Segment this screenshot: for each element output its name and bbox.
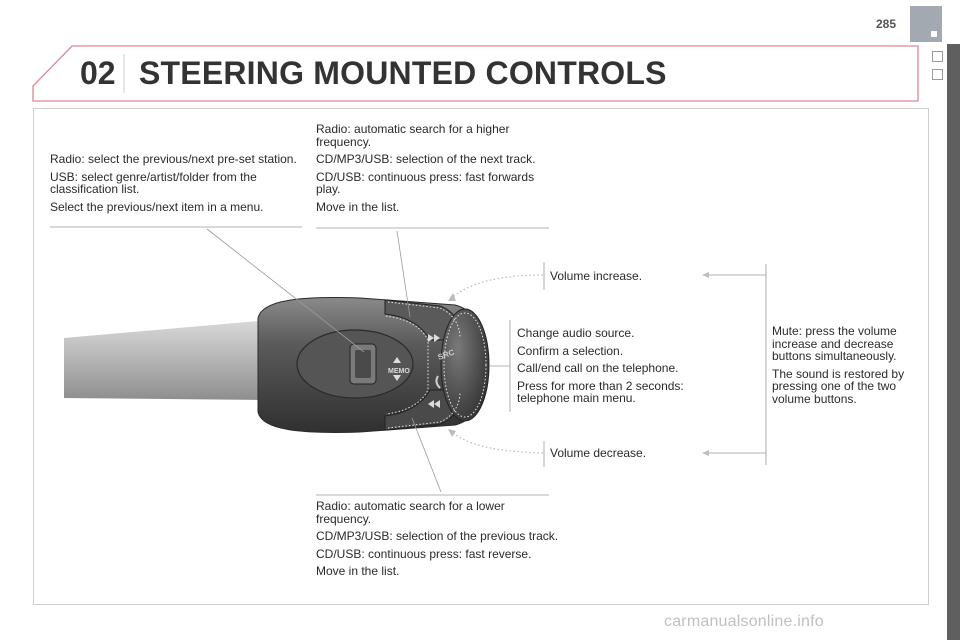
watermark: carmanualsonline.info [664,613,824,630]
callout-line: Call/end call on the telephone. [517,361,679,375]
right-edge-bar [947,44,960,640]
callout-line: Radio: automatic search for a lower freq… [316,499,505,526]
side-checkbox-1 [932,51,943,62]
chapter-title: STEERING MOUNTED CONTROLS [139,55,667,91]
callout-seek-down: Radio: automatic search for a lower freq… [316,500,561,583]
callout-line: Volume increase. [550,269,643,283]
content-frame [33,108,929,605]
callout-line: USB: select genre/artist/folder from the… [50,169,257,196]
callout-line: CD/USB: continuous press: fast reverse. [316,546,532,561]
callout-seek-up: Radio: automatic search for a higher fre… [316,123,541,218]
callout-line: Select the previous/next item in a menu. [50,199,264,214]
side-checkbox-2 [932,69,943,80]
callout-line: CD/USB: continuous press: fast forwards … [316,169,535,196]
chapter-number: 02 [80,55,116,91]
callout-line: Move in the list. [316,564,400,578]
callout-line: Mute: press the volume increase and decr… [772,324,897,363]
callout-line: CD/MP3/USB: selection of the next track. [316,152,536,166]
callout-source: Change audio source. Confirm a selection… [517,327,717,410]
stalk-arm [64,320,270,400]
callout-line: Volume decrease. [550,446,647,460]
phone-icon [435,375,441,389]
memo-label: MEMO [388,368,410,375]
page-corner-tab [910,6,942,42]
callout-line: Press for more than 2 seconds: telephone… [517,378,684,405]
source-knob [440,308,490,422]
callout-line: Change audio source. [517,326,635,340]
callout-volume-decrease: Volume decrease. [550,447,690,465]
fast-forward-icon [428,334,440,342]
callout-line: Radio: select the previous/next pre-set … [50,152,297,166]
header-banner [32,45,919,102]
callout-line: The sound is restored by pressing one of… [772,366,905,406]
callout-line: Radio: automatic search for a higher fre… [316,122,510,149]
callout-mute: Mute: press the volume increase and decr… [772,325,917,410]
callout-line: CD/MP3/USB: selection of the previous tr… [316,529,559,543]
fast-reverse-icon [428,400,440,408]
callout-preset-select: Radio: select the previous/next pre-set … [50,153,305,218]
callout-line: Move in the list. [316,199,400,214]
page-number: 285 [876,17,897,31]
callout-volume-increase: Volume increase. [550,270,690,288]
callout-line: Confirm a selection. [517,343,624,358]
